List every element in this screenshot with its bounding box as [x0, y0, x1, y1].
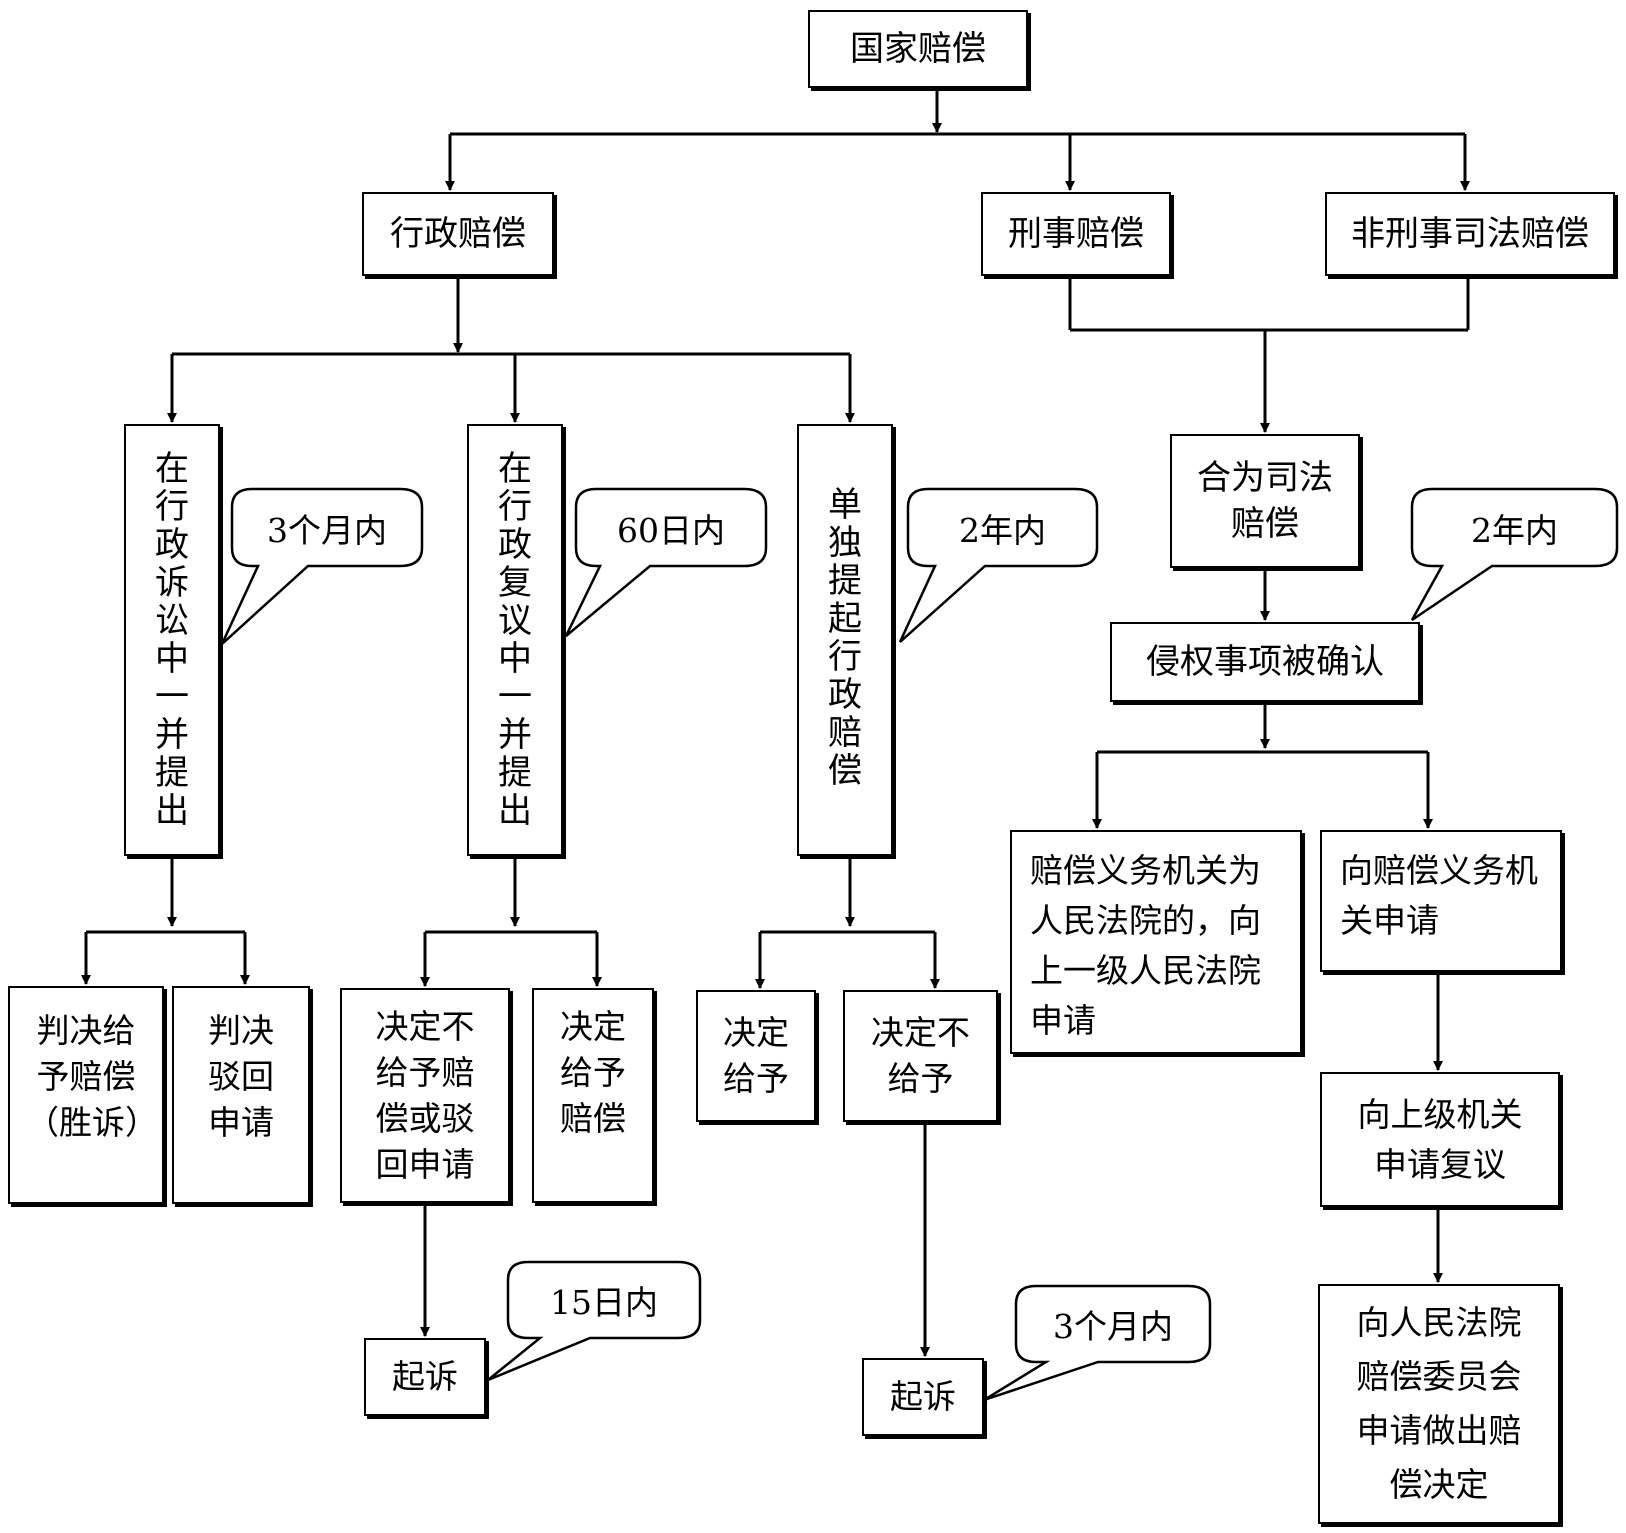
node-label: 在行政复议中一并提出	[498, 449, 532, 831]
callout-judicial-limit: 2年内	[1471, 510, 1558, 550]
node-label: 刑事赔偿	[1008, 214, 1144, 254]
node-label: 国家赔偿	[850, 29, 986, 69]
node-label: 单独提起行政赔偿	[828, 485, 862, 791]
node-label: 决定不给予赔偿或驳回申请	[375, 1007, 475, 1184]
callout-bubble	[487, 1260, 702, 1382]
node-label: 行政赔偿	[390, 214, 526, 254]
node-apply-obligor: 向赔偿义务机关申请	[1320, 830, 1562, 972]
callout-bubble	[898, 487, 1099, 643]
node-label: 决定给予赔偿	[560, 1007, 626, 1138]
node-court-obligor-apply-superior-court: 赔偿义务机关为人民法院的，向上一级人民法院申请	[1010, 830, 1302, 1054]
callout-separate-limit: 2年内	[959, 510, 1046, 550]
node-decide-grant-compensation: 决定给予赔偿	[532, 988, 654, 1203]
node-label: 判决给予赔偿（胜诉）	[26, 1011, 158, 1142]
node-label: 起诉	[890, 1377, 956, 1416]
node-decide-not-grant: 决定不给予	[843, 990, 998, 1122]
callout-bubble	[220, 487, 424, 645]
callout-sue2-limit: 3个月内	[1053, 1307, 1173, 1346]
node-label: 侵权事项被确认	[1146, 642, 1384, 682]
node-label: 向人民法院赔偿委员会申请做出赔偿决定	[1356, 1303, 1522, 1504]
callout-bubble	[564, 487, 768, 637]
node-apply-superior-reconsideration: 向上级机关申请复议	[1320, 1072, 1560, 1207]
callout-bubble	[1410, 487, 1619, 622]
node-separate-admin-compensation: 单独提起行政赔偿	[797, 424, 893, 856]
node-admin-compensation: 行政赔偿	[362, 192, 554, 276]
callout-reconsider-limit: 60日内	[617, 510, 725, 550]
node-judgement-reject: 判决驳回申请	[172, 986, 310, 1204]
node-label: 赔偿义务机关为人民法院的，向上一级人民法院申请	[1030, 851, 1261, 1040]
node-criminal-compensation: 刑事赔偿	[981, 192, 1171, 276]
callout-bubble	[983, 1284, 1212, 1402]
node-infringement-confirmed: 侵权事项被确认	[1110, 622, 1420, 702]
node-label: 向上级机关申请复议	[1357, 1094, 1523, 1184]
node-label: 合为司法赔偿	[1197, 458, 1333, 544]
node-label: 起诉	[392, 1357, 458, 1396]
node-in-admin-reconsideration: 在行政复议中一并提出	[467, 424, 563, 856]
node-sue-1: 起诉	[364, 1338, 486, 1416]
node-decide-grant: 决定给予	[696, 990, 816, 1122]
node-apply-court-committee: 向人民法院赔偿委员会申请做出赔偿决定	[1318, 1284, 1560, 1524]
node-in-admin-litigation: 在行政诉讼中一并提出	[124, 424, 220, 856]
node-label: 在行政诉讼中一并提出	[155, 449, 189, 831]
callout-litigation-limit: 3个月内	[267, 510, 387, 550]
node-sue-2: 起诉	[862, 1358, 984, 1436]
callout-sue1-limit: 15日内	[550, 1283, 658, 1322]
node-judicial-compensation: 合为司法赔偿	[1170, 434, 1360, 568]
node-noncriminal-judicial-compensation: 非刑事司法赔偿	[1325, 192, 1615, 276]
node-judgement-grant: 判决给予赔偿（胜诉）	[8, 986, 164, 1204]
node-label: 向赔偿义务机关申请	[1340, 851, 1538, 940]
node-decide-no-or-reject: 决定不给予赔偿或驳回申请	[340, 988, 510, 1203]
node-label: 非刑事司法赔偿	[1351, 214, 1589, 254]
node-state-compensation: 国家赔偿	[808, 10, 1028, 88]
node-label: 决定不给予	[871, 1013, 970, 1098]
node-label: 判决驳回申请	[208, 1011, 274, 1142]
node-label: 决定给予	[723, 1013, 789, 1098]
